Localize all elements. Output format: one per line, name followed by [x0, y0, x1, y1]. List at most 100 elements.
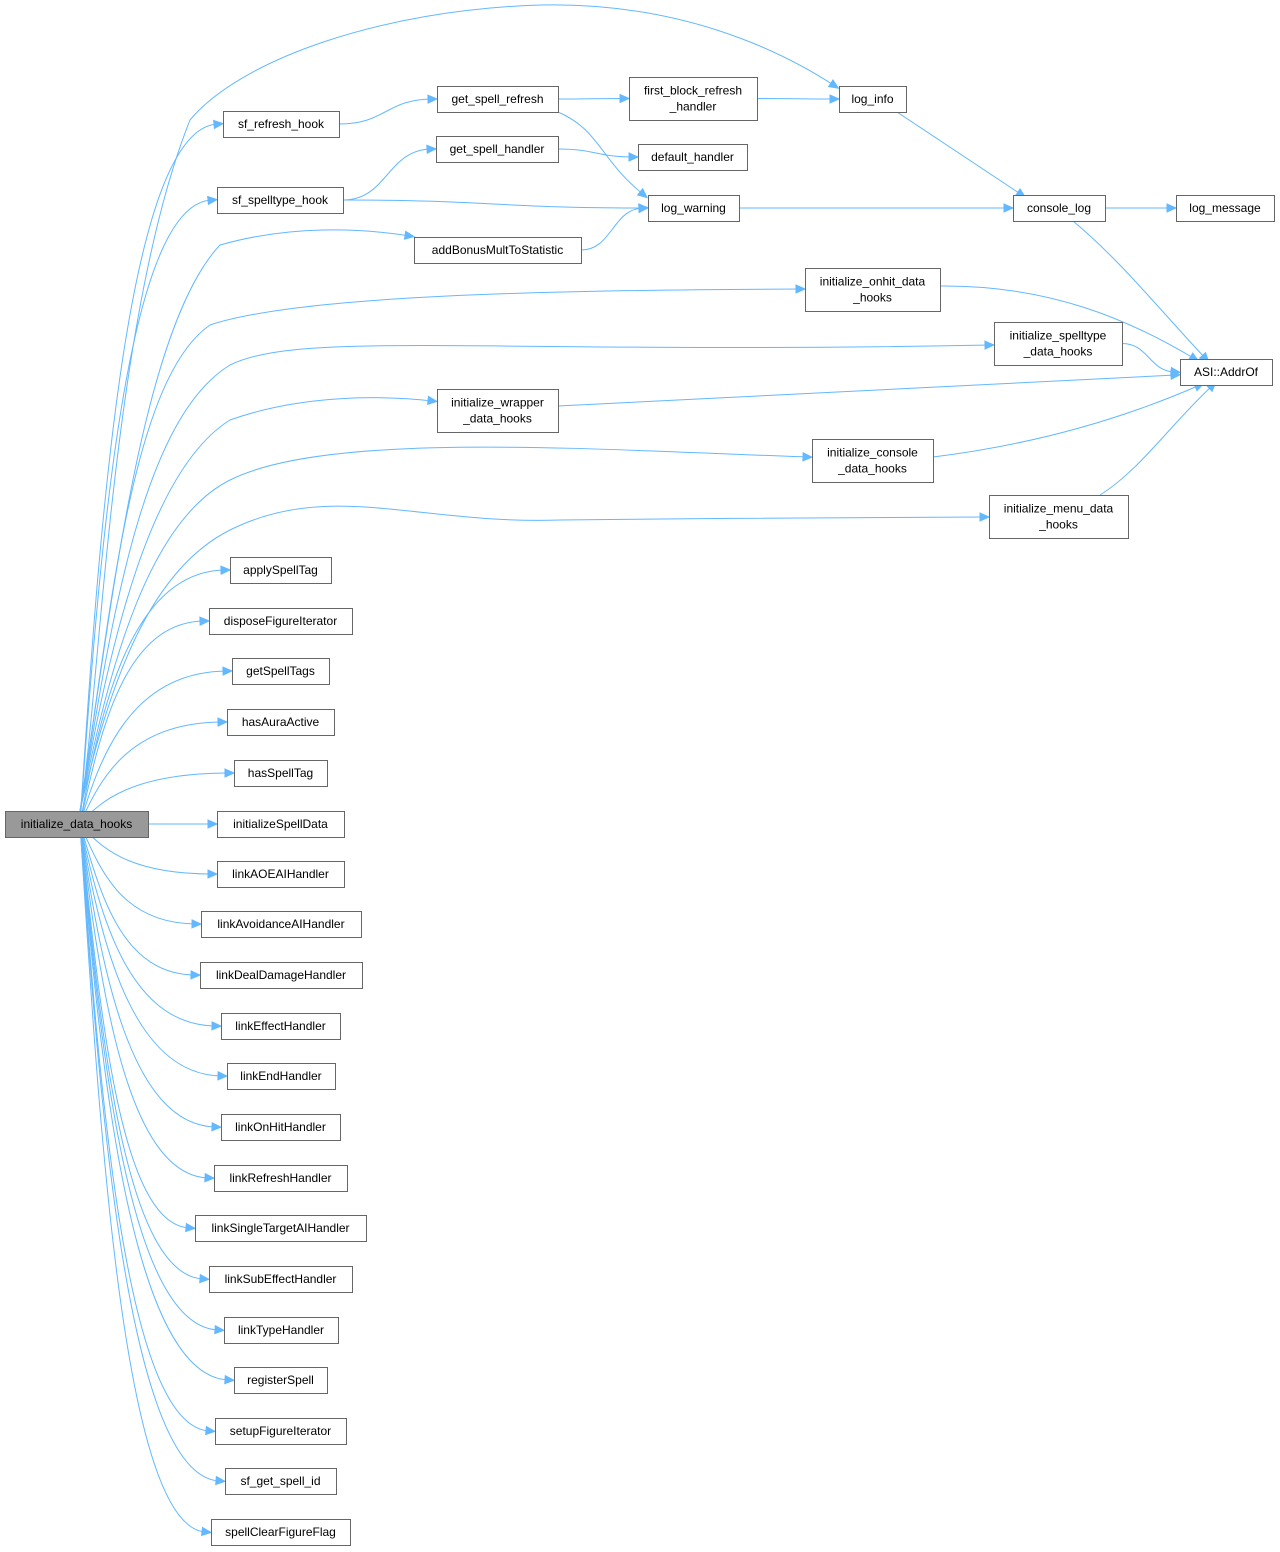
node-initialize_onhit_data_hooks[interactable]: initialize_onhit_data_hooks — [805, 268, 941, 312]
edge-root-to-sf_refresh_hook — [79, 119, 225, 825]
node-box — [209, 608, 353, 635]
node-box — [227, 709, 335, 736]
node-box — [211, 1519, 351, 1546]
node-applySpellTag[interactable]: applySpellTag — [230, 557, 332, 584]
node-linkRefreshHandler[interactable]: linkRefreshHandler — [214, 1165, 348, 1192]
node-setupFigureIterator[interactable]: setupFigureIterator — [215, 1418, 347, 1445]
edge-line — [79, 823, 206, 1280]
node-disposeFigureIterator[interactable]: disposeFigureIterator — [209, 608, 353, 635]
edge-line — [1072, 220, 1207, 360]
node-sf_get_spell_id[interactable]: sf_get_spell_id — [225, 1468, 337, 1495]
node-label: sf_spelltype_hook — [232, 193, 329, 207]
node-box — [805, 268, 941, 312]
node-label: _data_hooks — [462, 412, 532, 426]
edge-arrowhead — [185, 1222, 197, 1233]
edge-arrowhead — [200, 1526, 213, 1537]
node-label: get_spell_refresh — [451, 92, 543, 106]
node-label: ASI::AddrOf — [1194, 365, 1259, 379]
node-hasSpellTag[interactable]: hasSpellTag — [234, 760, 328, 787]
node-initialize_menu_data_hooks[interactable]: initialize_menu_data_hooks — [989, 495, 1129, 539]
edge-root-to-initialize_onhit_data_hooks — [79, 284, 807, 812]
edge-line — [342, 199, 645, 209]
edge-console_log-to-log_message — [1104, 203, 1178, 213]
node-label: hasSpellTag — [248, 766, 313, 780]
edge-initialize_wrapper_data_hooks-to-ASI_AddrOf — [557, 370, 1182, 407]
node-label: first_block_refresh — [644, 84, 742, 98]
node-box — [437, 86, 559, 113]
edge-root-to-initialize_wrapper_data_hooks — [79, 395, 439, 812]
node-label: initialize_menu_data — [1004, 502, 1114, 516]
node-box — [234, 760, 328, 787]
edge-arrowhead — [802, 452, 814, 462]
edge-arrowhead — [211, 1121, 223, 1132]
edge-arrowhead — [191, 919, 203, 929]
node-default_handler[interactable]: default_handler — [638, 144, 748, 171]
edge-arrowhead — [829, 94, 841, 104]
node-label: setupFigureIterator — [230, 1424, 331, 1438]
node-box — [812, 439, 934, 483]
edge-root-to-hasAuraActive — [79, 717, 229, 825]
edge-line — [79, 823, 208, 1533]
edge-line — [79, 446, 809, 812]
node-linkTypeHandler[interactable]: linkTypeHandler — [224, 1317, 339, 1344]
node-first_block_refresh_handler[interactable]: first_block_refresh_handler — [629, 77, 758, 121]
node-initialize_console_data_hooks[interactable]: initialize_console_data_hooks — [812, 439, 934, 483]
edge-arrowhead — [1003, 203, 1015, 213]
node-box — [437, 389, 559, 433]
node-get_spell_handler[interactable]: get_spell_handler — [436, 136, 559, 163]
node-box — [234, 1367, 328, 1394]
node-initializeSpellData[interactable]: initializeSpellData — [217, 811, 345, 838]
node-label: getSpellTags — [246, 664, 315, 678]
edge-root-to-disposeFigureIterator — [79, 616, 211, 825]
node-log_warning[interactable]: log_warning — [648, 195, 740, 222]
edge-log_info-to-console_log — [896, 111, 1027, 198]
node-log_info[interactable]: log_info — [839, 86, 907, 113]
edge-arrowhead — [628, 152, 640, 162]
node-sf_refresh_hook[interactable]: sf_refresh_hook — [223, 111, 340, 138]
edge-line — [79, 288, 802, 812]
edge-line — [342, 148, 433, 201]
node-linkEndHandler[interactable]: linkEndHandler — [227, 1063, 336, 1090]
edge-sf_spelltype_hook-to-log_warning — [342, 199, 650, 213]
node-root[interactable]: initialize_data_hooks — [5, 811, 149, 838]
node-box — [989, 495, 1129, 539]
edge-arrowhead — [619, 93, 631, 104]
edge-line — [79, 823, 231, 1381]
edge-line — [79, 823, 218, 1128]
node-registerSpell[interactable]: registerSpell — [234, 1367, 328, 1394]
node-spellClearFigureFlag[interactable]: spellClearFigureFlag — [211, 1519, 351, 1546]
node-linkDealDamageHandler[interactable]: linkDealDamageHandler — [200, 962, 363, 989]
node-linkAvoidanceAIHandler[interactable]: linkAvoidanceAIHandler — [201, 911, 362, 938]
node-getSpellTags[interactable]: getSpellTags — [232, 658, 330, 685]
node-linkOnHitHandler[interactable]: linkOnHitHandler — [221, 1114, 341, 1141]
node-linkEffectHandler[interactable]: linkEffectHandler — [221, 1013, 341, 1040]
node-label: spellClearFigureFlag — [225, 1525, 336, 1539]
edge-line — [79, 569, 227, 825]
edge-arrowhead — [213, 119, 225, 130]
node-linkSubEffectHandler[interactable]: linkSubEffectHandler — [209, 1266, 353, 1293]
node-sf_spelltype_hook[interactable]: sf_spelltype_hook — [217, 187, 344, 214]
node-box — [217, 187, 344, 214]
edge-arrowhead — [207, 869, 219, 879]
edge-line — [896, 111, 1023, 196]
node-hasAuraActive[interactable]: hasAuraActive — [227, 709, 335, 736]
node-ASI_AddrOf[interactable]: ASI::AddrOf — [1180, 359, 1273, 386]
node-label: linkEndHandler — [240, 1069, 321, 1083]
node-box — [414, 237, 582, 264]
edge-arrowhead — [215, 1475, 227, 1486]
node-addBonusMultToStatistic[interactable]: addBonusMultToStatistic — [414, 237, 582, 264]
node-linkAOEAIHandler[interactable]: linkAOEAIHandler — [217, 861, 345, 888]
node-box — [648, 195, 740, 222]
node-initialize_wrapper_data_hooks[interactable]: initialize_wrapper_data_hooks — [437, 389, 559, 433]
node-get_spell_refresh[interactable]: get_spell_refresh — [437, 86, 559, 113]
nodes-layer: initialize_data_hooks sf_refresh_hook get_… — [5, 77, 1275, 1546]
node-box — [227, 1063, 336, 1090]
node-linkSingleTargetAIHandler[interactable]: linkSingleTargetAIHandler — [195, 1215, 367, 1242]
node-box — [217, 811, 345, 838]
node-log_message[interactable]: log_message — [1176, 195, 1275, 222]
node-initialize_spelltype_data_hooks[interactable]: initialize_spelltype_data_hooks — [994, 322, 1123, 366]
node-label: linkAvoidanceAIHandler — [217, 917, 344, 931]
node-console_log[interactable]: console_log — [1013, 195, 1106, 222]
edge-arrowhead — [217, 717, 229, 727]
node-label: initialize_spelltype — [1010, 329, 1107, 343]
